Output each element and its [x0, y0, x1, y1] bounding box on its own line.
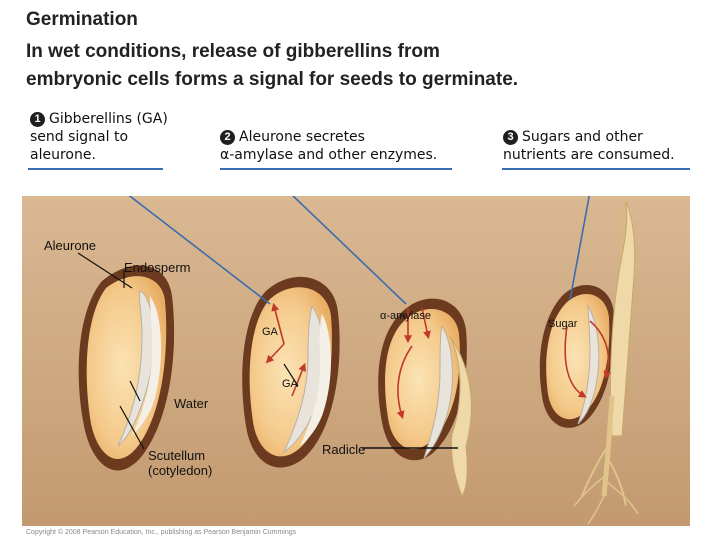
copyright-notice: Copyright © 2008 Pearson Education, Inc.… — [26, 529, 297, 536]
step-2: 2 Aleurone secretes α-amylase and other e… — [220, 128, 437, 164]
connector-step-3 — [569, 196, 591, 301]
leader-ga-mid — [283, 363, 299, 387]
step-3: 3 Sugars and other nutrients are consumed… — [503, 128, 675, 164]
leader-aleurone — [77, 252, 133, 289]
label-radicle: Radicle — [322, 442, 366, 457]
step-1-number: 1 — [30, 112, 45, 127]
seed-3 — [378, 298, 472, 498]
connector-step-1 — [128, 196, 271, 305]
label-ga-mid: GA — [282, 378, 298, 390]
step-1: 1 Gibberellins (GA) send signal to aleuro… — [30, 110, 168, 164]
step-2-underline — [220, 168, 452, 170]
seed-2 — [242, 276, 340, 468]
step-1-line-2: send signal to — [30, 129, 129, 145]
step-2-line-1: Aleurone secretes — [239, 129, 365, 145]
step-2-line-2: α-amylase and other enzymes. — [220, 147, 438, 163]
label-sugar: Sugar — [548, 318, 578, 330]
seed-4 — [539, 200, 639, 525]
leader-water — [129, 380, 141, 402]
label-scutellum-1: Scutellum — [148, 448, 206, 463]
step-3-number: 3 — [503, 130, 518, 145]
title-line-3: embryonic cells forms a signal for seeds… — [26, 69, 519, 90]
leader-scutellum — [119, 405, 145, 450]
connector-step-2 — [292, 196, 407, 305]
label-alpha-amylase: α-amylase — [380, 310, 431, 322]
label-scutellum-2: (cotyledon) — [148, 463, 213, 478]
step-3-line-2: nutrients are consumed. — [503, 147, 675, 163]
step-3-heading: 3 Sugars and other — [503, 128, 675, 146]
step-1-heading: 1 Gibberellins (GA) — [30, 110, 168, 128]
leader-alpha-amylase — [399, 313, 407, 319]
seed-1 — [78, 265, 175, 471]
step-3-underline — [502, 168, 690, 170]
title-line-1: Germination — [26, 9, 138, 30]
step-2-heading: 2 Aleurone secretes — [220, 128, 437, 146]
step-1-underline — [28, 168, 163, 170]
title-line-2: In wet conditions, release of gibberelli… — [26, 41, 440, 62]
label-endosperm: Endosperm — [124, 260, 191, 275]
label-water: Water — [174, 396, 209, 411]
label-ga-left: GA — [262, 326, 278, 338]
step-1-line-1: Gibberellins (GA) — [49, 111, 168, 127]
germination-scene — [22, 196, 690, 526]
step-3-line-1: Sugars and other — [522, 129, 643, 145]
label-aleurone: Aleurone — [44, 238, 97, 253]
step-1-line-3: aleurone. — [30, 147, 96, 163]
step-2-number: 2 — [220, 130, 235, 145]
